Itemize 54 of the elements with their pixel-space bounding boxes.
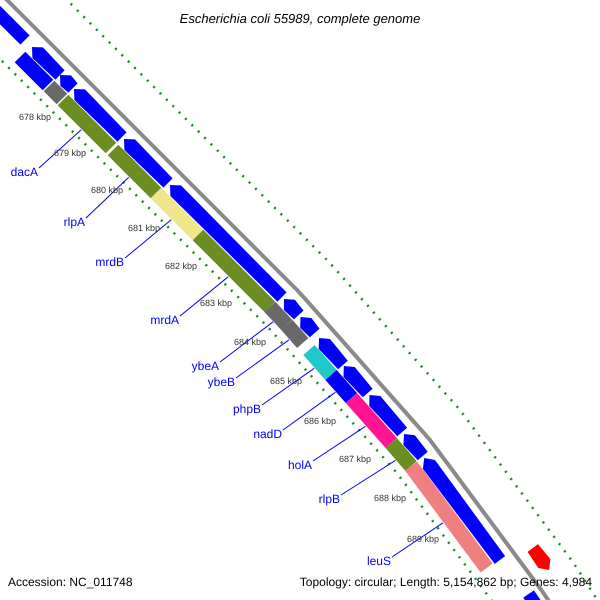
gene-bar [264, 302, 292, 330]
gene-bar [386, 438, 417, 471]
gene-bar [404, 462, 493, 572]
gene-glyph [344, 366, 373, 398]
leader-line [236, 339, 290, 378]
gene-bar [14, 52, 54, 90]
leader-line [282, 392, 336, 430]
gene-glyph [528, 544, 550, 570]
gene-bar [303, 345, 337, 380]
gene-label: leuS [347, 554, 391, 568]
genome-stats-text: Topology: circular; Length: 5,154,862 bp; Genes: 4,984 [300, 574, 592, 590]
gene-glyph [284, 299, 304, 320]
leader-line [262, 368, 315, 406]
gene-label: mrdB [80, 255, 124, 269]
gene-glyph [32, 47, 65, 80]
gene-label: rlpB [296, 492, 340, 506]
accession-text: Accession: NC_011748 [8, 574, 133, 590]
gene-label: nadD [238, 427, 282, 441]
gene-bar [281, 320, 308, 348]
leader-line [86, 176, 130, 218]
leader-line [312, 426, 366, 462]
gene-glyph [422, 458, 506, 564]
title: Escherichia coli 55989, complete genome [178, 10, 422, 28]
position-label: 687 kbp [338, 454, 372, 464]
gene-bar [346, 393, 397, 448]
position-label: 686 kbp [302, 416, 338, 426]
gene-glyph [403, 434, 428, 460]
position-label: 679 kbp [52, 148, 88, 158]
gene-label: mrdA [135, 313, 179, 327]
leader-line [340, 460, 396, 496]
gene-label: rlpA [41, 215, 85, 229]
position-label: 678 kbp [18, 112, 52, 122]
gene-glyph [74, 89, 127, 142]
gene-bar [44, 80, 68, 104]
gene-bar [325, 370, 357, 403]
leader-line [124, 219, 172, 258]
gene-glyph [300, 317, 320, 338]
gene-label: phpB [217, 402, 261, 416]
gene-glyph [369, 395, 408, 436]
leader-line [220, 321, 274, 362]
gene-label: holA [268, 458, 312, 472]
leader-line [180, 276, 229, 316]
leader-line [392, 522, 444, 558]
position-label: 683 kbp [198, 298, 234, 308]
position-label: 688 kbp [372, 493, 408, 503]
gene-label: ybeA [175, 359, 219, 373]
leader-line [38, 129, 82, 168]
position-label: 681 kbp [126, 223, 162, 233]
gene-bar [108, 144, 162, 198]
position-label: 682 kbp [164, 261, 198, 271]
gene-glyph [318, 338, 348, 370]
gene-label: ybeB [191, 375, 235, 389]
gene-glyph [124, 139, 173, 188]
gene-label: dacA [0, 165, 38, 179]
